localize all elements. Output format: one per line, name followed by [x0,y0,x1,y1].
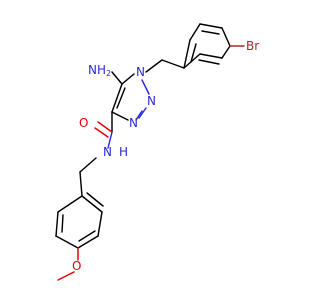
n2-label: N [147,94,156,108]
bond-ar-c [77,235,99,249]
bond-n1-ch2 [145,59,163,73]
ether-oxygen-label: O [72,259,81,273]
n3-label: N [129,116,138,130]
bond-ar7-double [190,43,197,63]
bond-n2-n3 [138,107,147,119]
bond-ar-d [55,235,79,249]
bond-ar3 [221,45,231,59]
bond-ar5 [199,23,223,29]
amino-label: NH2 [88,63,111,78]
bond-ar-a-double [86,192,104,207]
bond-ch2-ring [79,171,83,197]
bond-c4-c5 [111,83,123,113]
bond-n2-n3-double [135,110,143,121]
methoxybenzyl-group [55,157,104,281]
bond-ar-b [97,211,103,237]
bond-c5-nh2 [111,71,123,85]
atom-labels: NH2 N N N O N H O Br [72,39,259,273]
bond-ar2-double [198,59,220,65]
bond-ar6 [189,23,201,41]
triazole-ring [111,73,150,121]
bond-oether-methyl [57,271,75,281]
bond-ar-c-double [78,230,96,242]
bond-n-ch2 [79,157,97,173]
bond-ar2 [199,53,223,59]
bond-c5-n1 [121,73,135,85]
bond-ch2-ring [161,59,185,69]
bond-ar-a [81,195,103,213]
bond-n3-c4 [111,111,129,121]
bond-ar4 [221,27,231,47]
bond-c-o-double [94,127,109,138]
bond-ar-f [57,195,83,213]
bond-ar-e [55,211,59,237]
bond-c-o [97,121,113,133]
amide-hydrogen-label: H [119,145,128,159]
bond-ar5-double [201,30,220,35]
carbonyl-oxygen-label: O [79,116,88,130]
structure-canvas: NH2 N N N O N H O Br [55,23,259,281]
molecule-drawing: NH2 N N N O N H O Br [55,23,259,281]
bond-ar7 [183,39,191,69]
bond-ar-e-double [61,214,64,233]
bond-n1-n2 [141,79,150,95]
bond-c-n-amide [107,131,113,149]
bromine-label: Br [246,39,259,53]
bromobenzyl-group [145,23,245,73]
bond-c4-c5-double [116,87,126,109]
n1-label: N [136,65,145,79]
carboxamide-group [94,111,113,149]
amide-nitrogen-label: N [103,145,112,159]
